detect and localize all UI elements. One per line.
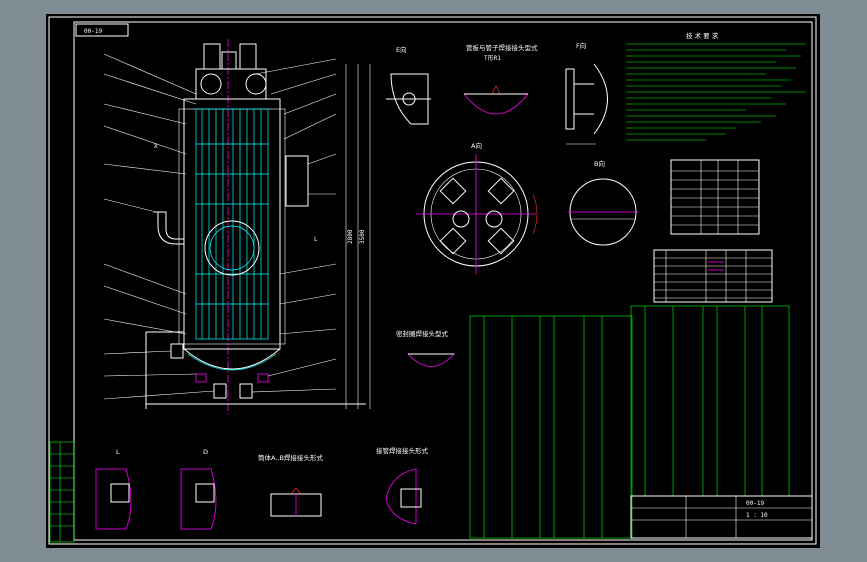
detail-e[interactable]: E向 [386, 45, 431, 125]
detail-section-seal[interactable]: 密封圈焊接头型式 [396, 329, 455, 367]
section-neck-title: 接管焊接接头形式 [376, 446, 429, 455]
detail-d-label: D [203, 448, 208, 456]
title-block: 00-19 1 : 10 [630, 495, 813, 539]
detail-tube-weld-ratio: T形R1 [484, 54, 501, 62]
title-scale: 1 : 10 [746, 512, 768, 519]
parts-list-right [630, 305, 790, 497]
drawing-sheet: 00-19 [48, 16, 817, 545]
mark-l: L [314, 236, 318, 243]
detail-cylinder-weld[interactable]: 筒体A..B焊接接头形式 [258, 453, 323, 517]
title-drawing-no: 00-19 [746, 500, 764, 507]
parts-list-left [469, 315, 633, 539]
detail-l[interactable]: L [95, 448, 132, 530]
technical-requirements: 技 术 要 求 [626, 31, 806, 141]
code-box-label: 00-19 [84, 28, 102, 35]
detail-b[interactable]: B向 [568, 159, 638, 246]
detail-a-title: A向 [471, 141, 482, 150]
detail-b-title: B向 [594, 159, 605, 168]
left-revision-strip [49, 441, 75, 543]
tech-req-title: 技 术 要 求 [686, 31, 719, 40]
detail-e-title: E向 [396, 45, 407, 54]
section-seal-title: 密封圈焊接头型式 [396, 329, 449, 338]
detail-tube-weld[interactable]: 管板与管子焊接接头型式 T形R1 [463, 43, 538, 115]
dim-shell-height: 2800 [347, 229, 354, 244]
mark-x: X [154, 143, 158, 150]
outer-frame [48, 16, 817, 545]
detail-d[interactable]: D [180, 448, 217, 530]
section-cylinder-title: 筒体A..B焊接接头形式 [258, 453, 323, 462]
detail-f[interactable]: F向 [565, 41, 608, 145]
dim-overall-height: 3500 [359, 229, 366, 244]
nozzle-table [653, 249, 773, 303]
detail-tube-weld-title: 管板与管子焊接接头型式 [466, 43, 538, 52]
cad-drawing-viewport[interactable]: 00-19 [46, 14, 820, 548]
main-vessel-view[interactable]: 3500 2800 X [103, 39, 371, 414]
detail-l-label: L [116, 448, 120, 456]
code-box [75, 23, 129, 37]
inner-frame [73, 21, 813, 541]
detail-a-tubesheet[interactable]: A向 [416, 141, 538, 274]
detail-neck-weld[interactable]: 接管焊接接头形式 [376, 446, 429, 525]
detail-f-title: F向 [576, 41, 586, 50]
technical-characteristics-table [670, 159, 760, 235]
